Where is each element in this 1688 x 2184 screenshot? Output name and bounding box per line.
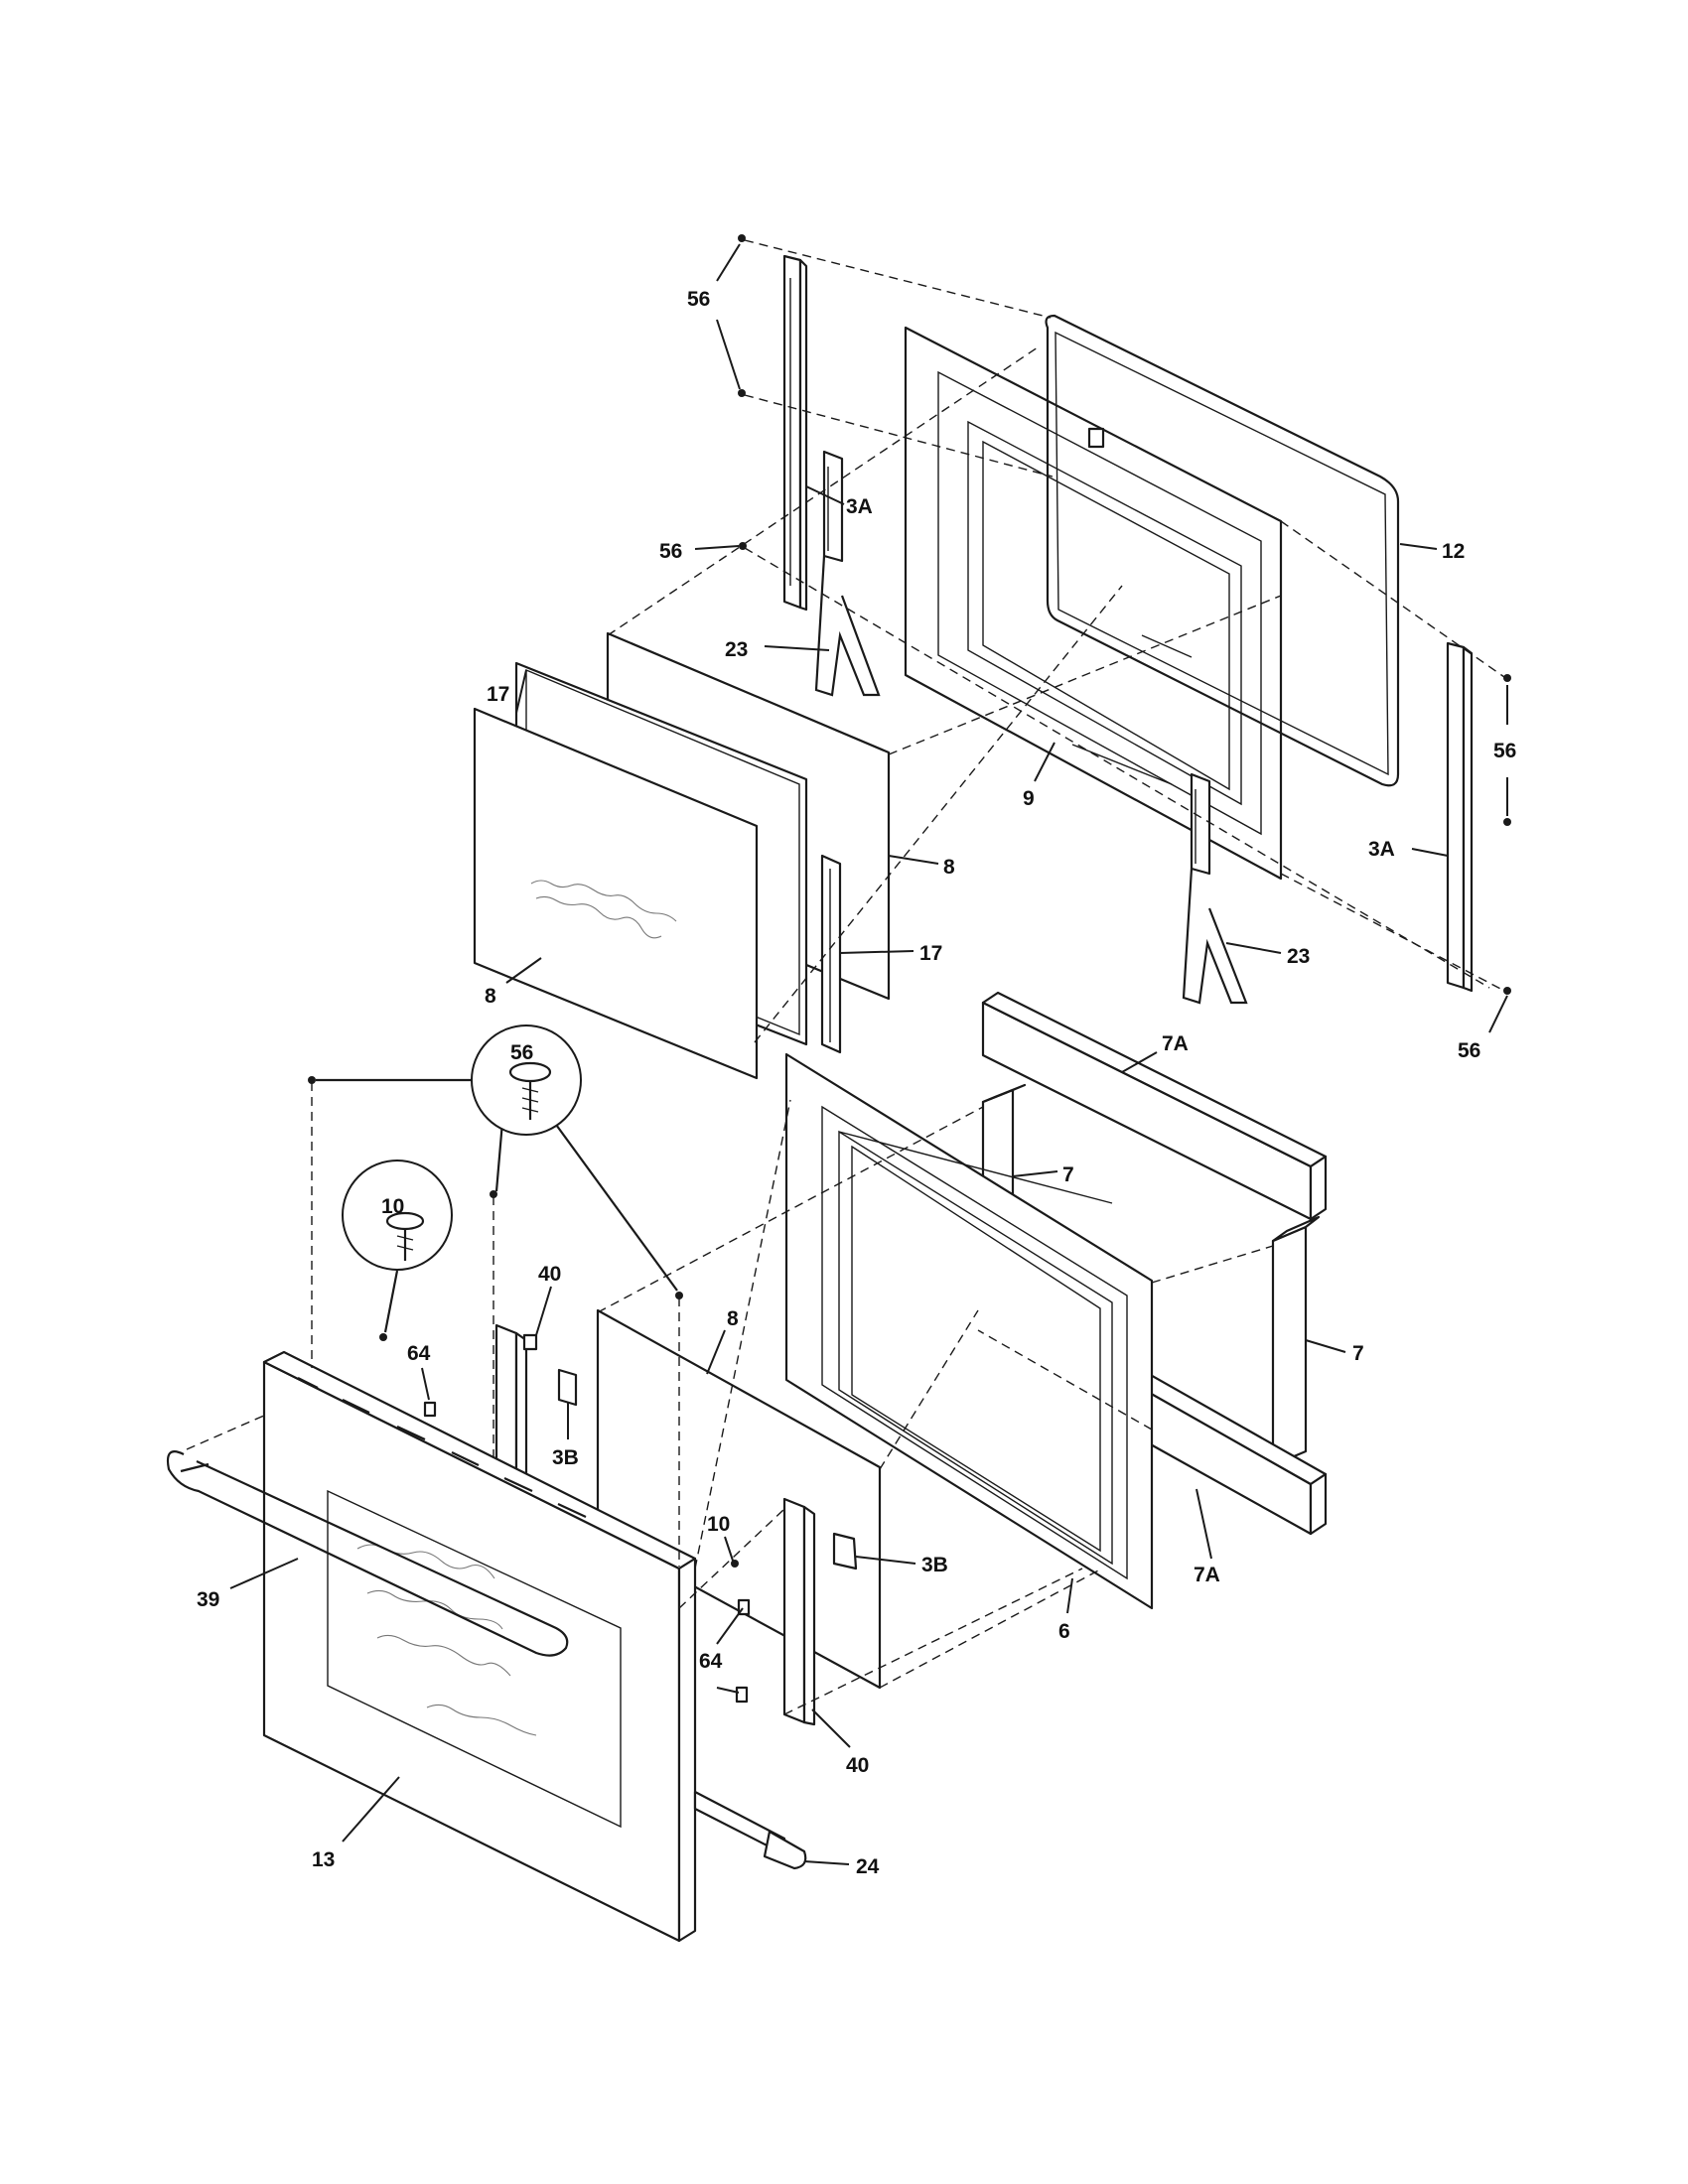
clip-3b-left: [557, 1368, 578, 1407]
hinge-23-left: [814, 450, 881, 697]
callout-56-mid: 56: [659, 540, 682, 563]
callout-7a-top: 7A: [1162, 1032, 1189, 1055]
callout-leaders: [229, 243, 1508, 1865]
callout-17-bottom: 17: [919, 942, 942, 965]
outer-door-panel-13: [262, 1350, 697, 1943]
callout-3b-left: 3B: [552, 1446, 579, 1469]
callout-3a-right: 3A: [1368, 838, 1395, 861]
callout-3b-right: 3B: [921, 1554, 948, 1576]
screw-10-inset: [342, 1160, 453, 1333]
callout-56-top: 56: [687, 288, 710, 311]
callout-7a-bottom: 7A: [1194, 1564, 1220, 1586]
door-vent-slots: [297, 1377, 587, 1518]
inner-door-frame-6: [784, 1052, 1154, 1610]
callout-56-right: 56: [1493, 740, 1516, 762]
door-liner-9: [904, 326, 1283, 881]
screw-group-lower: [308, 1076, 739, 1568]
callout-40-bottom: 40: [846, 1754, 869, 1777]
callout-40-top: 40: [538, 1263, 561, 1286]
callout-13: 13: [312, 1848, 335, 1871]
insulation-7a-top: [981, 991, 1328, 1221]
upper-assembly-guides: [607, 239, 1505, 1043]
callout-64-bottom: 64: [699, 1650, 723, 1673]
screw-56-group-upper: [738, 234, 1511, 995]
callout-7-top: 7: [1062, 1163, 1074, 1186]
callout-10-lower: 10: [707, 1513, 730, 1536]
callout-17-top: 17: [487, 683, 509, 706]
callout-24: 24: [856, 1855, 880, 1878]
door-gasket-12: [1045, 314, 1400, 787]
callout-56-lower-right: 56: [1458, 1039, 1480, 1062]
hinge-23-right: [1182, 772, 1248, 1005]
callout-39: 39: [197, 1588, 219, 1611]
callout-6: 6: [1058, 1620, 1070, 1643]
clip-64-group: [423, 1401, 751, 1704]
callout-8-left: 8: [485, 985, 496, 1008]
bracket-40-lower: [782, 1497, 816, 1726]
callout-12: 12: [1442, 540, 1465, 563]
insulation-7-right: [1271, 1215, 1321, 1467]
callout-8-right: 8: [943, 856, 955, 879]
glass-panel-8-front: [473, 707, 759, 1080]
callout-3a-left: 3A: [846, 495, 873, 518]
callout-9: 9: [1023, 787, 1035, 810]
hinge-receiver-24: [693, 1790, 807, 1870]
callout-23-right: 23: [1287, 945, 1310, 968]
callout-64-top: 64: [407, 1342, 431, 1365]
callout-labels: 56 3A 56 12 17 23 56 9 8 3A 17 23 8 56 7…: [197, 288, 1516, 1878]
lower-assembly-guides: [186, 1082, 1274, 1715]
callout-8-lower: 8: [727, 1307, 739, 1330]
callout-10-inset: 10: [381, 1195, 404, 1218]
clip-3b-right: [832, 1532, 858, 1570]
door-handle-39: [166, 1450, 569, 1657]
side-trim-3a-right: [1446, 641, 1474, 993]
callout-56-inset: 56: [510, 1041, 533, 1064]
screw-56-inset: [316, 1024, 678, 1292]
side-trim-3a-left: [782, 254, 808, 612]
callout-23-left: 23: [725, 638, 748, 661]
callout-7-right: 7: [1352, 1342, 1364, 1365]
